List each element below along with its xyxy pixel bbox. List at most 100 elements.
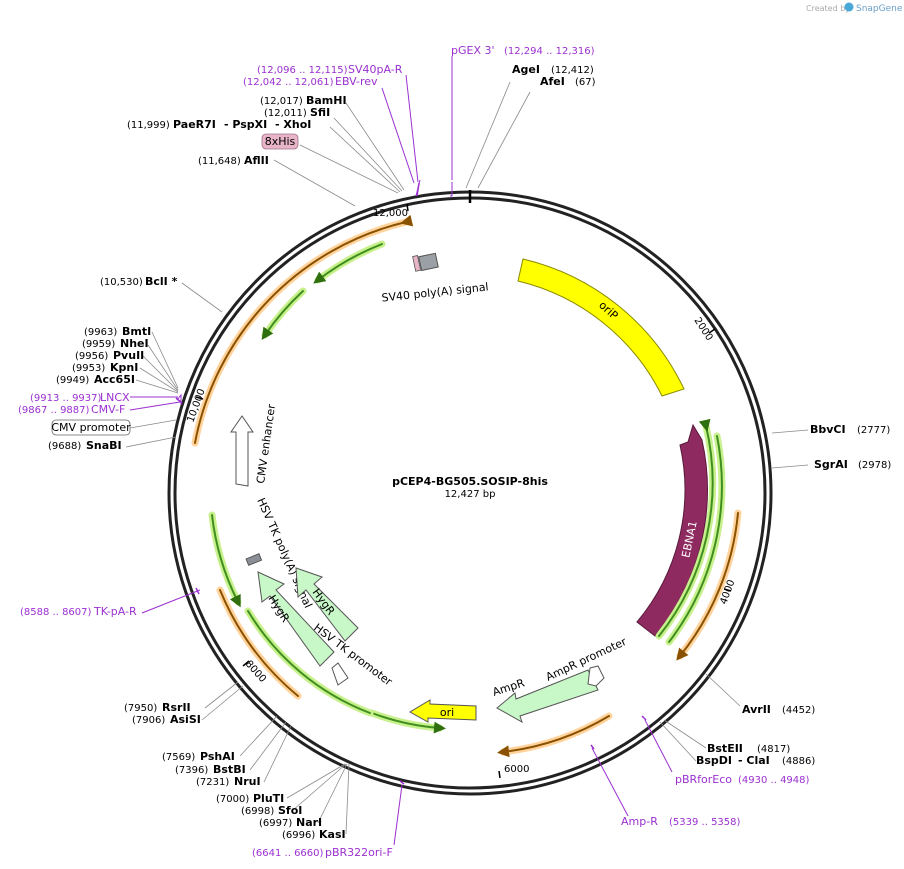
- site-aflii-coord: (11,648): [198, 156, 241, 167]
- hsv-tk-promoter-feature[interactable]: [331, 662, 349, 686]
- site-sfoi-coord: (6998): [241, 806, 274, 817]
- site-bsteii-name[interactable]: BstEII: [707, 742, 743, 755]
- primer-ebv-rev-name[interactable]: EBV-rev: [335, 75, 378, 88]
- site-sfii-coord: (12,011): [264, 108, 307, 119]
- his-tag-label: 8xHis: [265, 135, 296, 148]
- site-sfii-name[interactable]: SfiI: [310, 106, 330, 119]
- site-nrui-name[interactable]: NruI: [234, 775, 261, 788]
- site-snabi-coord: (9688): [48, 441, 81, 452]
- site-nhei-coord: (9959): [82, 339, 115, 350]
- site-nari-coord: (6997): [259, 818, 292, 829]
- site-pvuii-coord: (9956): [75, 351, 108, 362]
- site-pvuii-name[interactable]: PvuII: [113, 349, 144, 362]
- sv40-polya-label: SV40 poly(A) signal: [381, 280, 489, 304]
- site-nhei-name[interactable]: NheI: [120, 337, 149, 350]
- site-bspdi-coord: (4886): [782, 756, 815, 767]
- primer-sv40pa-r-coord: (12,096 .. 12,115): [257, 65, 348, 76]
- site-bstbi-coord: (7396): [175, 765, 208, 776]
- site-pshai-name[interactable]: PshAI: [200, 750, 235, 763]
- primer-pbr322ori-f-name[interactable]: pBR322ori-F: [325, 846, 393, 859]
- ampr-feature[interactable]: [496, 669, 599, 724]
- credit-prefix: Created by: [806, 4, 850, 13]
- site-kasi-coord: (6996): [282, 830, 315, 841]
- ampr-promoter-feature[interactable]: [587, 665, 605, 687]
- site-pluti-name[interactable]: PluTI: [253, 792, 284, 805]
- hygr-feature-2[interactable]: [257, 571, 335, 667]
- tick-label-2000: 2000: [691, 316, 714, 343]
- site-clai-name[interactable]: - ClaI: [738, 754, 770, 767]
- site-rsrii-coord: (7950): [124, 703, 157, 714]
- primer-lncx-name[interactable]: LNCX: [100, 391, 130, 404]
- his-tag-box[interactable]: [412, 255, 422, 272]
- ori-feature[interactable]: [409, 699, 477, 723]
- primer-pbrforeco-name[interactable]: pBRforEco: [675, 773, 732, 786]
- site-sfoi-name[interactable]: SfoI: [278, 804, 302, 817]
- hygr-feature-1[interactable]: [295, 567, 359, 642]
- site-afei-name[interactable]: AfeI: [540, 75, 565, 88]
- site-nari-name[interactable]: NarI: [296, 816, 322, 829]
- hsv-tk-polya-box[interactable]: [245, 553, 263, 566]
- site-kpni-name[interactable]: KpnI: [110, 361, 138, 374]
- site-bbvci-coord: (2777): [857, 425, 890, 436]
- site-nrui-coord: (7231): [196, 777, 229, 788]
- snapgene-logo-icon: [844, 2, 854, 12]
- site-agei-name[interactable]: AgeI: [512, 63, 540, 76]
- site-paer7i-name[interactable]: PaeR7I: [173, 118, 216, 131]
- site-bbvci-name[interactable]: BbvCI: [810, 423, 846, 436]
- site-bamhi-coord: (12,017): [260, 96, 303, 107]
- site-xhoi-name[interactable]: - XhoI: [275, 118, 311, 131]
- site-acc65i-name[interactable]: Acc65I: [94, 373, 135, 386]
- site-afei-coord: (67): [575, 77, 596, 88]
- tick-label-12000: 12,000: [373, 208, 408, 219]
- cmv-enhancer-feature[interactable]: [230, 415, 254, 487]
- site-sgrai-coord: (2978): [858, 460, 891, 471]
- cmv-promoter-label-box[interactable]: [51, 419, 131, 436]
- primer-tk-pa-r-name[interactable]: TK-pA-R: [93, 605, 137, 618]
- site-avrii-name[interactable]: AvrII: [742, 703, 771, 716]
- primer-tk-pa-r-coord: (8588 .. 8607): [20, 607, 92, 618]
- his-tag-label-box[interactable]: [261, 133, 299, 150]
- site-bstbi-name[interactable]: BstBI: [213, 763, 246, 776]
- primer-lncx-coord: (9913 .. 9937): [30, 393, 102, 404]
- site-bmti-name[interactable]: BmtI: [122, 325, 151, 338]
- primer-cmv-f-name[interactable]: CMV-F: [91, 403, 125, 416]
- primer-pgex3-coord: (12,294 .. 12,316): [504, 46, 595, 57]
- site-asisi-name[interactable]: AsiSI: [170, 713, 201, 726]
- site-pluti-coord: (7000): [216, 794, 249, 805]
- site-bcli-name[interactable]: BclI *: [145, 275, 178, 288]
- site-bsteii-coord: (4817): [757, 744, 790, 755]
- primer-amp-r-name[interactable]: Amp-R: [621, 815, 658, 828]
- plasmid-name: pCEP4-BG505.SOSIP-8his: [392, 475, 548, 488]
- primer-ebv-rev-coord: (12,042 .. 12,061): [243, 77, 334, 88]
- site-bspdi-name[interactable]: BspDI: [696, 754, 732, 767]
- site-kasi-name[interactable]: KasI: [319, 828, 346, 841]
- primer-amp-r-coord: (5339 .. 5358): [669, 817, 741, 828]
- primer-cmv-f-coord: (9867 .. 9887): [18, 405, 90, 416]
- ebna1-feature[interactable]: [636, 423, 708, 637]
- site-pspxi-name[interactable]: - PspXI: [224, 118, 267, 131]
- orip-feature[interactable]: [517, 258, 685, 397]
- ori-label: ori: [440, 706, 454, 719]
- site-snabi-name[interactable]: SnaBI: [86, 439, 122, 452]
- site-sgrai-name[interactable]: SgrAI: [814, 458, 848, 471]
- primer-pbrforeco-coord: (4930 .. 4948): [738, 775, 810, 786]
- plasmid-size: 12,427 bp: [445, 489, 496, 500]
- sv40-polya-box[interactable]: [418, 252, 439, 272]
- site-agei-coord: (12,412): [551, 65, 594, 76]
- site-paer7i-coord: (11,999): [127, 120, 170, 131]
- primer-sv40pa-r-name[interactable]: SV40pA-R: [348, 63, 403, 76]
- site-rsrii-name[interactable]: RsrII: [162, 701, 191, 714]
- tick-label-6000: 6000: [504, 764, 529, 775]
- site-bamhi-name[interactable]: BamHI: [306, 94, 347, 107]
- site-asisi-coord: (7906): [132, 715, 165, 726]
- primer-pbr322ori-f-coord: (6641 .. 6660): [252, 848, 324, 859]
- cmv-enhancer-label: CMV enhancer: [254, 403, 278, 484]
- site-acc65i-coord: (9949): [56, 375, 89, 386]
- site-kpni-coord: (9953): [72, 363, 105, 374]
- site-pshai-coord: (7569): [162, 752, 195, 763]
- site-aflii-name[interactable]: AflII: [244, 154, 269, 167]
- site-bmti-coord: (9963): [84, 327, 117, 338]
- primer-pgex3-name[interactable]: pGEX 3': [451, 44, 495, 57]
- site-bcli-coord: (10,530): [100, 277, 143, 288]
